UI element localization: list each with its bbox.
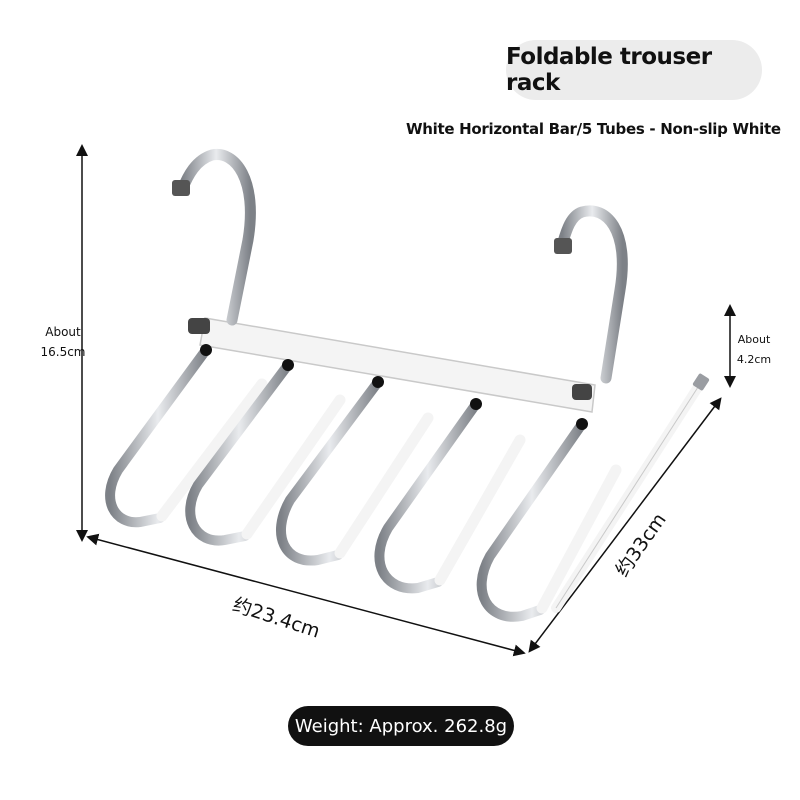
- right-bar-fitting: [572, 384, 592, 400]
- tube-1: [105, 344, 268, 528]
- small-height-label: About 4.2cm: [732, 330, 776, 370]
- product-subtitle: White Horizontal Bar/5 Tubes - Non-slip …: [406, 120, 781, 138]
- small-label-line2: 4.2cm: [736, 353, 772, 366]
- height-label: About 16.5cm: [38, 322, 88, 362]
- tube-5: [476, 418, 622, 622]
- product-title: Foldable trouser rack: [506, 40, 762, 100]
- left-bar-fitting: [188, 318, 210, 334]
- white-horizontal-bar: [199, 317, 596, 413]
- left-hook-cap: [172, 180, 190, 196]
- right-top-hook: [556, 205, 628, 384]
- weight-badge: Weight: Approx. 262.8g: [288, 706, 514, 746]
- width-dimension-arrow: [86, 533, 526, 657]
- height-label-line2: 16.5cm: [40, 345, 86, 359]
- tube-4: [374, 398, 526, 594]
- small-label-line1: About: [737, 333, 771, 346]
- depth-dimension-arrow: [528, 397, 722, 653]
- tube-2: [185, 359, 346, 546]
- tube-3: [276, 376, 434, 566]
- height-label-line1: About: [45, 325, 81, 339]
- extra-white-bar: [551, 373, 710, 613]
- right-hook-cap: [554, 238, 572, 254]
- left-top-hook: [176, 148, 256, 326]
